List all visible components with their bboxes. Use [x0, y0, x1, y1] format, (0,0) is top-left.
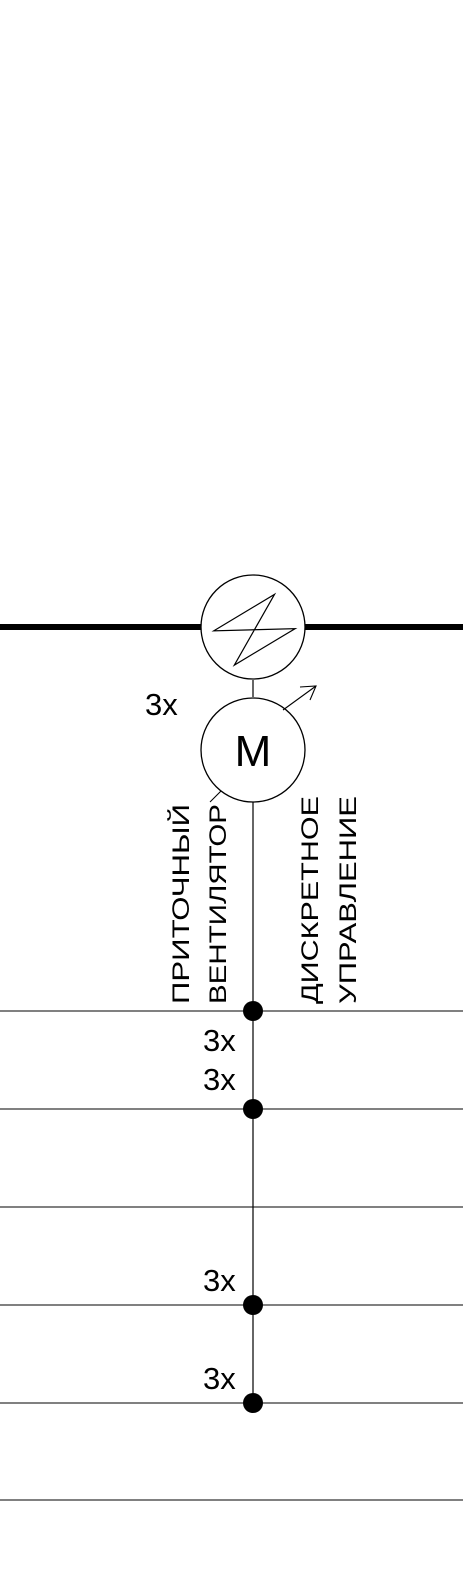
fan-label-line2: ВЕНТИЛЯТОР [205, 804, 232, 1004]
control-label-line1: ДИСКРЕТНОЕ [297, 796, 324, 1004]
fan-label-line1: ПРИТОЧНЫЙ [167, 804, 195, 1004]
bus-multiplier: 3x [203, 1263, 236, 1298]
connection-dot [243, 1393, 263, 1413]
control-label-line2: УПРАВЛЕНИЕ [335, 796, 362, 1004]
connection-dot [243, 1099, 263, 1119]
connection-dot [243, 1001, 263, 1021]
motor-letter: M [235, 727, 272, 776]
bus-multiplier: 3x [203, 1361, 236, 1396]
fan-multiplier: 3x [145, 687, 178, 722]
bus-multiplier: 3x [203, 1023, 236, 1058]
supply-fan-icon [200, 574, 306, 680]
bus-multiplier: 3x [203, 1062, 236, 1097]
connection-dot [243, 1295, 263, 1315]
